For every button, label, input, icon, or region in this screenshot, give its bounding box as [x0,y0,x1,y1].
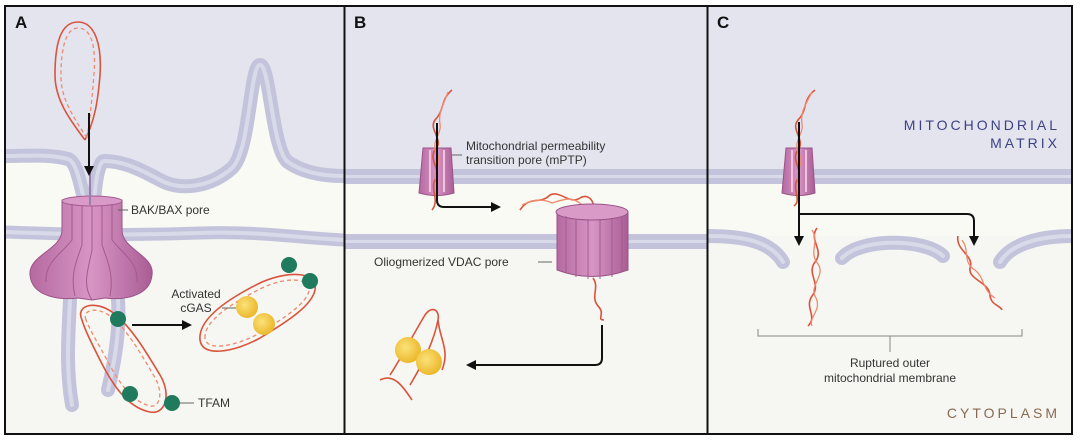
label-tfam: TFAM [198,396,230,410]
mtdna-strand [592,277,605,321]
matrix-region [708,7,1072,172]
label-mptp-line2: transition pore (mPTP) [466,153,587,167]
tfam-protein [122,386,138,402]
intermembrane-space [345,180,707,236]
tfam-protein [164,395,180,411]
cgas-dna-loop [199,273,316,352]
cgas-dimer [236,296,275,335]
matrix-region [6,7,344,200]
tfam-protein [281,257,297,273]
arrow-vdac-exit [472,325,603,366]
mtdna-strand [957,235,1003,311]
cgas-dimer [395,337,442,375]
panel-label-c: C [717,13,729,32]
figure-frame [4,5,1073,435]
panel-label-b: B [354,13,366,32]
matrix-region [345,7,707,172]
label-cgas: cGAS [180,301,211,315]
bak-bax-pore [29,170,153,301]
tfam-protein [302,273,318,289]
label-rupture-line2: mitochondrial membrane [824,371,956,385]
panel-label-a: A [15,13,27,32]
label-bak-bax-pore: BAK/BAX pore [131,203,210,217]
region-label-cytoplasm: CYTOPLASM [947,405,1060,421]
label-mptp-line1: Mitochondrial permeability [466,139,605,153]
panel-b: Mitochondrial permeability transition po… [345,7,707,434]
panel-a: BAK/BAX pore Activated cGAS TFAM A [6,7,344,434]
intermembrane-space [708,180,1072,236]
region-label-matrix-line2: MATRIX [990,135,1060,151]
mtdna-strand [807,227,820,327]
label-activated-cgas: Activated [171,287,220,301]
arrow-rupture-right [799,213,975,240]
label-rupture-line1: Ruptured outer [850,356,930,370]
rupture-bracket [757,329,1023,352]
region-label-matrix-line1: MITOCHONDRIAL [904,117,1060,133]
label-vdac-pore: Oliogmerized VDAC pore [374,255,509,269]
ruptured-outer-membrane [708,229,1072,269]
intermembrane-space [6,70,344,230]
mtdna-loop [54,21,102,141]
panel-c: Ruptured outer mitochondrial membrane MI… [708,7,1072,434]
arrow-mptp-exit [436,123,495,208]
tfam-protein [110,311,126,327]
vdac-pore [555,203,629,279]
